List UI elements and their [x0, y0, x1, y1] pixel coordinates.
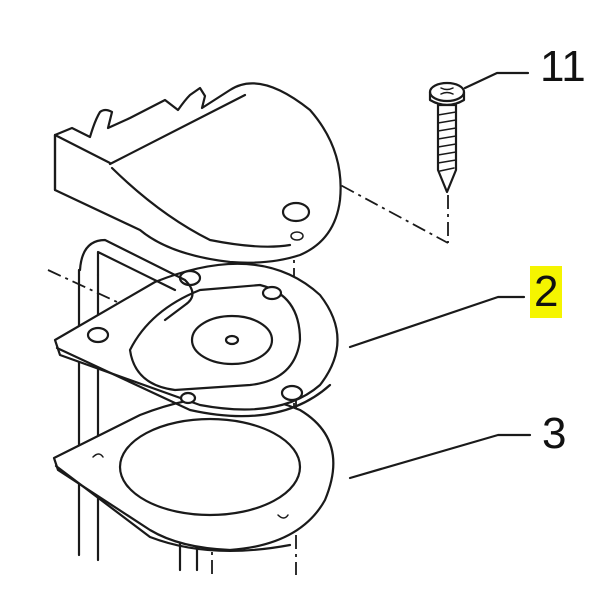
cover-part — [53, 82, 342, 264]
leader-3 — [348, 433, 532, 480]
leader-11 — [463, 71, 530, 90]
callout-label-11: 11 — [540, 42, 586, 91]
mount-plate-part-2 — [53, 238, 339, 418]
leader-2 — [348, 295, 526, 349]
leader-lines — [348, 71, 532, 480]
callout-label-3: 3 — [542, 409, 567, 458]
screw-part-11 — [428, 81, 466, 194]
gasket-part-3 — [52, 395, 335, 553]
callout-label-2-highlighted: 2 — [530, 266, 563, 318]
